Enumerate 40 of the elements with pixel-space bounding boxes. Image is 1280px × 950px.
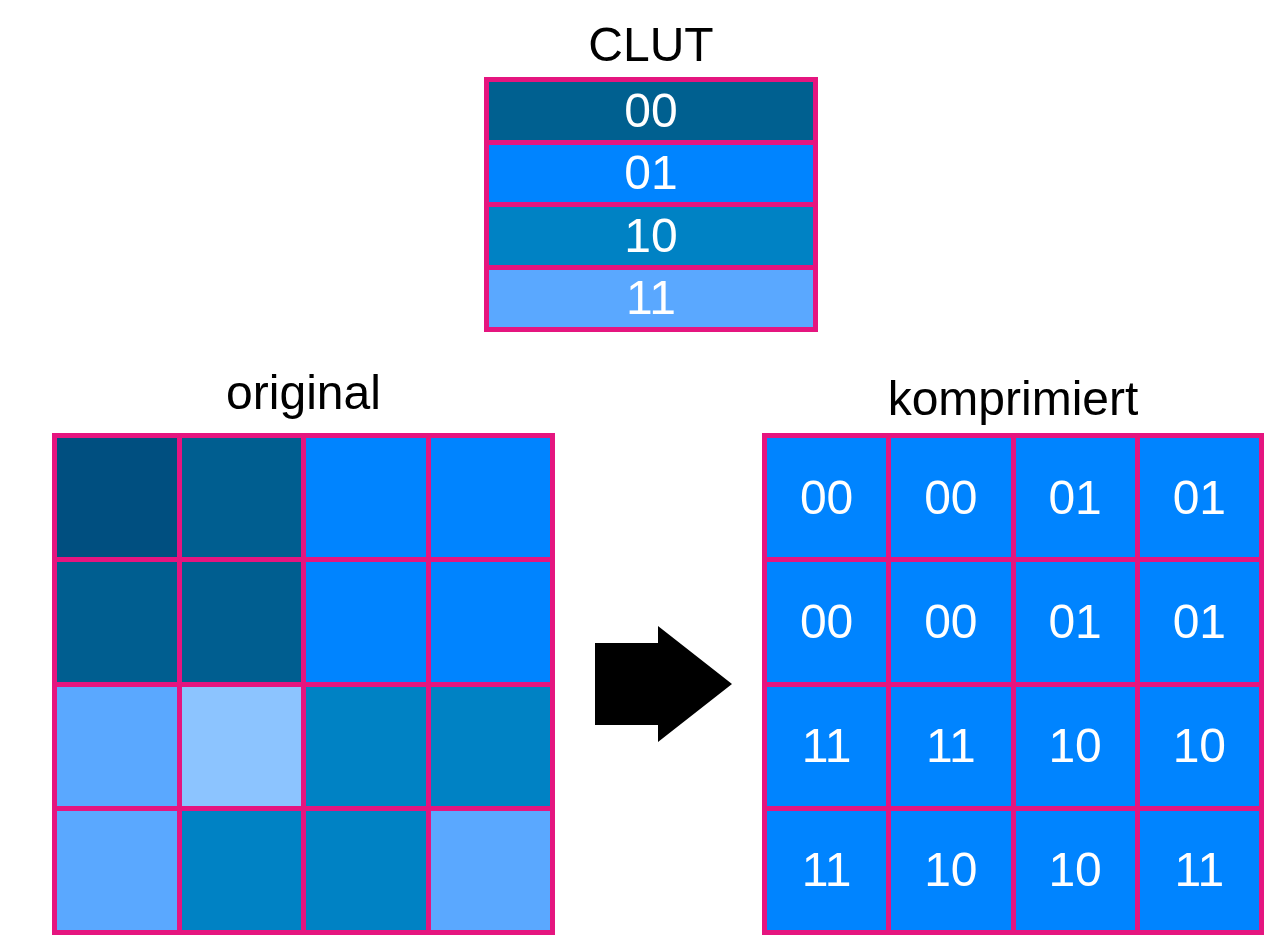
color-pixel <box>430 810 550 930</box>
index-pixel: 11 <box>891 686 1011 806</box>
palette-entry: 11 <box>489 269 813 327</box>
index-pixel: 01 <box>1015 438 1135 558</box>
palette-entry: 00 <box>489 82 813 140</box>
color-pixel <box>430 562 550 682</box>
index-pixel: 10 <box>1139 686 1259 806</box>
color-pixel <box>430 438 550 558</box>
grid-title: original <box>226 369 381 417</box>
color-pixel <box>306 562 426 682</box>
index-pixel: 00 <box>767 438 887 558</box>
block-arrow <box>595 626 732 742</box>
color-pixel <box>306 686 426 806</box>
table-title: CLUT <box>588 21 714 69</box>
palette-entry: 01 <box>489 144 813 202</box>
index-pixel: 10 <box>891 810 1011 930</box>
color-pixel <box>306 810 426 930</box>
color-pixel <box>181 686 301 806</box>
index-pixel: 00 <box>767 562 887 682</box>
color-pixel <box>181 810 301 930</box>
index-pixel: 00 <box>891 562 1011 682</box>
index-pixel: 00 <box>891 438 1011 558</box>
index-pixel: 10 <box>1015 810 1135 930</box>
index-pixel: 10 <box>1015 686 1135 806</box>
color-pixel <box>181 562 301 682</box>
index-pixel: 01 <box>1139 438 1259 558</box>
color-pixel <box>181 438 301 558</box>
index-pixel: 01 <box>1015 562 1135 682</box>
index-pixel: 01 <box>1139 562 1259 682</box>
index-pixel: 11 <box>767 810 887 930</box>
palette-entry: 10 <box>489 207 813 265</box>
color-pixel <box>306 438 426 558</box>
grid-title: komprimiert <box>887 375 1139 423</box>
color-pixel <box>430 686 550 806</box>
color-pixel <box>57 810 177 930</box>
color-pixel <box>57 562 177 682</box>
color-pixel <box>57 438 177 558</box>
color-pixel <box>57 686 177 806</box>
index-pixel: 11 <box>767 686 887 806</box>
index-pixel: 11 <box>1139 810 1259 930</box>
